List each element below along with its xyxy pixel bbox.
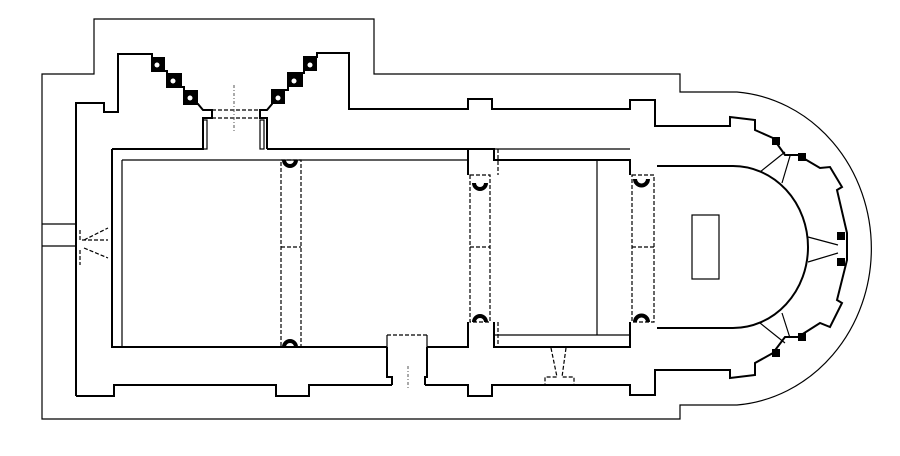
column <box>282 339 298 348</box>
apse-room <box>657 165 809 329</box>
column <box>633 313 650 323</box>
west-window <box>42 223 109 265</box>
arch-strips <box>280 149 655 348</box>
columns <box>282 159 650 348</box>
apse-radial-walls <box>759 151 839 344</box>
nave-room <box>111 148 631 348</box>
outer-boundary <box>41 18 872 420</box>
column <box>472 182 488 191</box>
column <box>282 159 298 168</box>
entrance-pilasters <box>152 57 317 104</box>
south-window <box>544 347 575 385</box>
exterior-wall <box>75 52 848 397</box>
inner-lines <box>121 148 630 347</box>
apse-pilasters <box>772 137 845 357</box>
column <box>633 178 650 188</box>
altar <box>691 214 720 280</box>
west-door <box>202 85 265 150</box>
column <box>472 314 488 323</box>
south-door <box>386 334 428 390</box>
